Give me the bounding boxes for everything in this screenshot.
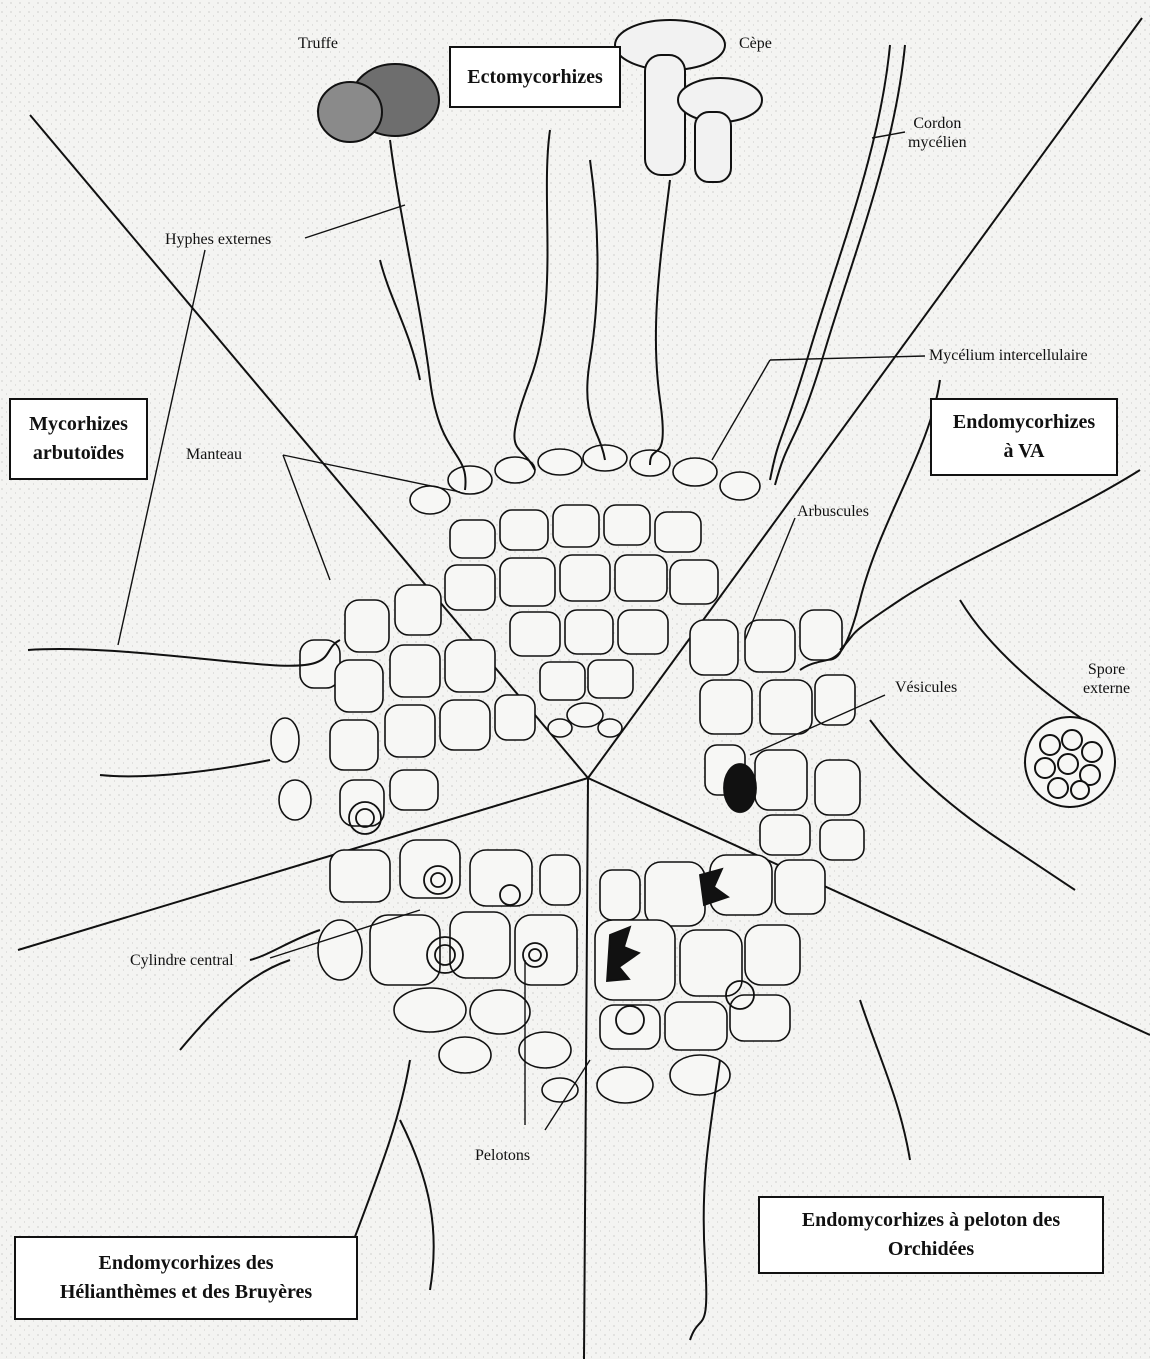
orchid-box: Endomycorhizes à peloton des Orchidées: [758, 1196, 1104, 1274]
endo-va-title-line2: à VA: [953, 437, 1095, 466]
label-spore-line1: Spore: [1083, 660, 1130, 679]
label-cordon-line1: Cordon: [908, 114, 967, 133]
label-spore-externe: Spore externe: [1083, 660, 1130, 698]
ectomycorhizes-box: Ectomycorhizes: [449, 46, 621, 108]
label-manteau: Manteau: [186, 445, 242, 464]
label-mycelium-intercellulaire: Mycélium intercellulaire: [929, 346, 1088, 365]
endo-va-title-line1: Endomycorhizes: [953, 408, 1095, 437]
label-cylindre-central: Cylindre central: [130, 951, 234, 970]
orchid-title-line2: Orchidées: [802, 1235, 1060, 1264]
label-cordon-line2: mycélien: [908, 133, 967, 152]
label-pelotons: Pelotons: [475, 1146, 530, 1165]
label-truffe: Truffe: [298, 34, 338, 53]
label-hyphes-externes: Hyphes externes: [165, 230, 271, 249]
helianthemes-title-line1: Endomycorhizes des: [60, 1249, 312, 1278]
orchid-title-line1: Endomycorhizes à peloton des: [802, 1206, 1060, 1235]
label-arbuscules: Arbuscules: [797, 502, 869, 521]
arbutoid-title-line1: Mycorhizes: [29, 410, 128, 439]
external-spore: [1025, 717, 1115, 807]
endo-va-box: Endomycorhizes à VA: [930, 398, 1118, 476]
helianthemes-title-line2: Hélianthèmes et des Bruyères: [60, 1278, 312, 1307]
label-spore-line2: externe: [1083, 679, 1130, 698]
helianthemes-box: Endomycorhizes des Hélianthèmes et des B…: [14, 1236, 358, 1320]
ectomycorhizes-title: Ectomycorhizes: [467, 63, 603, 92]
label-cepe: Cèpe: [739, 34, 772, 53]
arbutoid-title-line2: arbutoïdes: [29, 439, 128, 468]
label-cordon-mycelien: Cordon mycélien: [908, 114, 967, 152]
label-vesicules: Vésicules: [895, 678, 957, 697]
arbutoid-box: Mycorhizes arbutoïdes: [9, 398, 148, 480]
